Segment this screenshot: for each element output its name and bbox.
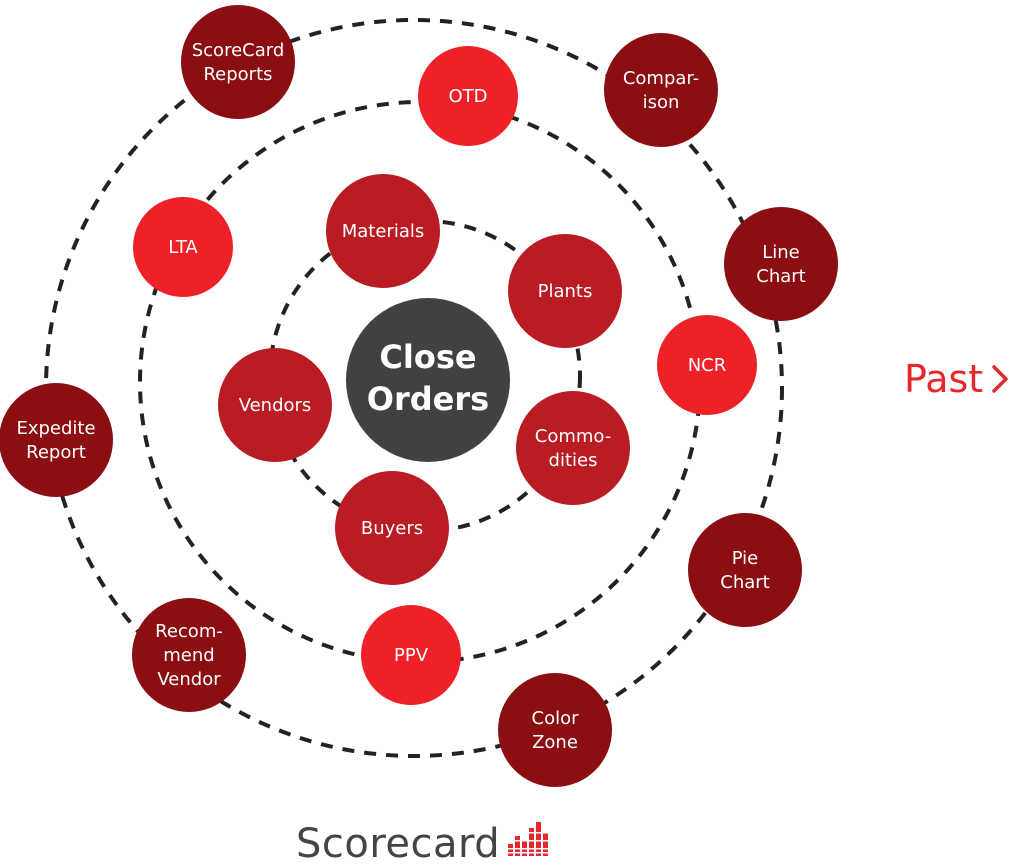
node-circle-line-chart — [724, 207, 838, 321]
node-label-comparison-line2: ison — [643, 92, 680, 113]
node-label-line-chart-line1: Line — [762, 242, 800, 263]
node-label-expedite-report-line1: Expedite — [16, 418, 95, 439]
node-circle-color-zone — [498, 673, 612, 787]
node-circle-scorecard-reports — [181, 5, 295, 119]
node-label-recommend-vendor-line2: mend — [163, 645, 214, 666]
node-ncr[interactable]: NCR — [657, 315, 757, 415]
brand-logo: Scorecard — [296, 818, 551, 867]
node-label-ncr: NCR — [688, 355, 727, 376]
node-lta[interactable]: LTA — [133, 197, 233, 297]
node-buyers[interactable]: Buyers — [335, 471, 449, 585]
node-label-ppv: PPV — [394, 645, 429, 666]
node-plants[interactable]: Plants — [508, 234, 622, 348]
node-circle-ppv — [361, 605, 461, 705]
node-label-plants: Plants — [538, 281, 593, 302]
node-circle-otd — [418, 46, 518, 146]
node-label-commodities-line2: dities — [549, 450, 598, 471]
node-commodities[interactable]: Commo-dities — [516, 391, 630, 505]
node-label-materials: Materials — [342, 221, 425, 242]
chevron-right-icon — [991, 354, 1009, 404]
node-circle-ncr — [657, 315, 757, 415]
node-label-vendors: Vendors — [239, 395, 312, 416]
node-label-scorecard-reports-line2: Reports — [203, 64, 272, 85]
node-label-buyers: Buyers — [361, 518, 423, 539]
node-vendors[interactable]: Vendors — [218, 348, 332, 462]
node-label-lta: LTA — [168, 237, 198, 258]
node-circle-comparison — [604, 33, 718, 147]
node-circle-lta — [133, 197, 233, 297]
node-circle-plants — [508, 234, 622, 348]
bar-chart-logo-icon — [508, 822, 551, 860]
node-label-line-chart-line2: Chart — [756, 266, 805, 287]
brand-name: Scorecard — [296, 821, 501, 867]
node-circle-commodities — [516, 391, 630, 505]
node-otd[interactable]: OTD — [418, 46, 518, 146]
node-circle-materials — [326, 174, 440, 288]
node-comparison[interactable]: Compar-ison — [604, 33, 718, 147]
node-label-comparison-line1: Compar- — [623, 68, 699, 89]
past-nav-link[interactable]: Past — [904, 354, 1009, 404]
center-label-line1: Close — [379, 338, 476, 376]
node-label-commodities-line1: Commo- — [535, 426, 612, 447]
node-circle-recommend-vendor — [132, 598, 246, 712]
node-circle-expedite-report — [0, 383, 113, 497]
node-label-recommend-vendor-line3: Vendor — [157, 669, 221, 690]
node-label-otd: OTD — [448, 86, 487, 107]
node-label-color-zone-line1: Color — [532, 708, 580, 729]
node-label-pie-chart-line2: Chart — [720, 572, 769, 593]
node-ppv[interactable]: PPV — [361, 605, 461, 705]
center-node-circle — [346, 298, 510, 462]
node-label-pie-chart-line1: Pie — [732, 548, 759, 569]
node-label-expedite-report-line2: Report — [26, 442, 86, 463]
node-circle-pie-chart — [688, 513, 802, 627]
node-label-scorecard-reports-line1: ScoreCard — [192, 40, 285, 61]
node-materials[interactable]: Materials — [326, 174, 440, 288]
center-node-close-orders[interactable]: Close Orders — [346, 298, 510, 462]
center-label-line2: Orders — [367, 380, 489, 418]
node-label-color-zone-line2: Zone — [532, 732, 578, 753]
node-label-recommend-vendor-line1: Recom- — [155, 621, 223, 642]
node-circle-vendors — [218, 348, 332, 462]
past-label: Past — [904, 357, 984, 401]
node-circle-buyers — [335, 471, 449, 585]
